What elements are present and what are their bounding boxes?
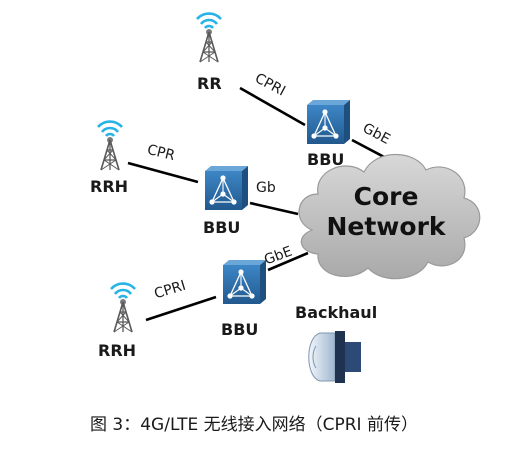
link-line-bbu-top-core [351,138,387,160]
bbu-bottom-label: BBU [221,320,259,339]
core-network-line2: Network [326,212,446,241]
bbu-top-box-icon [306,99,351,145]
rrh-bottom-label: RRH [98,341,137,360]
core-network-line1: Core [353,182,419,211]
rr-top-label: RR [197,74,222,93]
backhaul-speaker-icon [308,331,361,383]
core-network-title: Core Network [324,182,448,242]
figure-caption: 图 3：4G/LTE 无线接入网络（CPRI 前传） [90,415,418,435]
backhaul-label: Backhaul [295,303,378,322]
link-line-bbu-mid-core [249,201,299,216]
bbu-top-label: BBU [307,150,345,169]
rrh-mid-label: RRH [90,177,129,196]
rrh-bottom-tower-icon [109,282,137,334]
link-line-rr-bbu-top [239,86,306,127]
link-label-bbu-mid-core: Gb [256,180,276,196]
bbu-mid-label: BBU [203,218,241,237]
core-network-cloud [298,153,481,280]
rrh-mid-tower-icon [96,120,124,172]
link-line-bbu-bottom-core [267,251,309,272]
bbu-bottom-box-icon [222,259,267,305]
link-line-rrh-mid-bbu-mid [127,161,199,184]
rr-top-tower-icon [195,12,223,64]
link-line-rrh-bottom-bbu-bottom [145,295,217,322]
bbu-mid-box-icon [204,165,249,211]
